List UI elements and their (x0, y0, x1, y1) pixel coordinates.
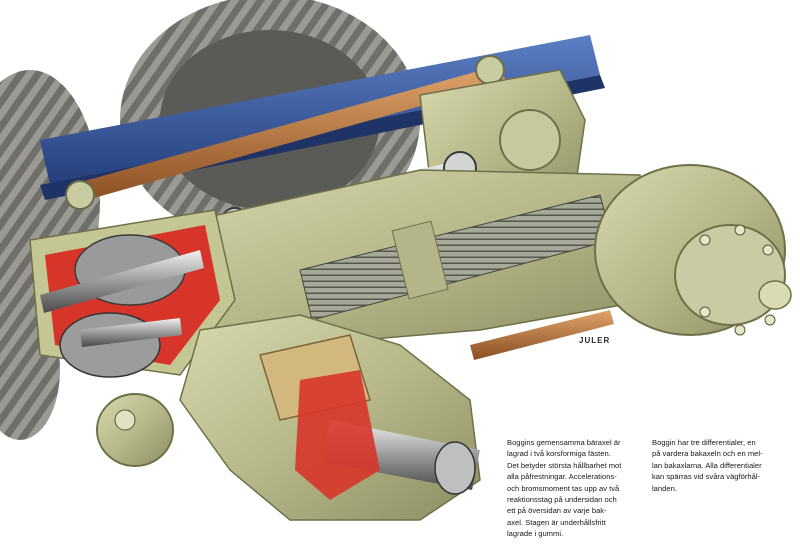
differential-cutaway (29, 209, 236, 378)
wheel-hub (594, 164, 792, 336)
caption-bogie-mounting: Boggins gemensamma bäraxel är lagrad i t… (507, 437, 641, 540)
caption-line: Det betyder största hållbarhet mot (507, 460, 622, 470)
caption-line: på vardera bakaxeln och en mel- (652, 449, 763, 459)
caption-line: ett på översidan av varje bak- (507, 506, 607, 516)
caption-line: lan bakaxlarna. Alla differentialer (652, 460, 762, 470)
lower-axle-brake-cutaway (179, 314, 481, 521)
caption-differentials: Boggin har tre differentialer, en på var… (652, 437, 788, 494)
caption-line: alla påfrestningar. Accelerations- (507, 472, 617, 482)
caption-line: och bromsmoment tas upp av två (507, 483, 620, 493)
caption-line: landen. (652, 483, 677, 493)
caption-line: reaktionsstag på undersidan och (507, 495, 617, 505)
caption-line: Boggins gemensamma bäraxel är (507, 438, 621, 447)
brake-cylinder (96, 393, 174, 467)
caption-line: lagrad i två korsformiga fästen. (507, 449, 611, 459)
caption-line: axel. Stagen är underhållsfritt (507, 517, 606, 527)
caption-line: kan spärras vid svåra vägförhål- (652, 472, 761, 482)
leaf-spring (299, 194, 613, 321)
caption-line: Boggin har tre differentialer, en (652, 438, 756, 447)
artist-signature: JULER (579, 336, 611, 345)
caption-line: lagrade i gummi. (507, 529, 564, 539)
